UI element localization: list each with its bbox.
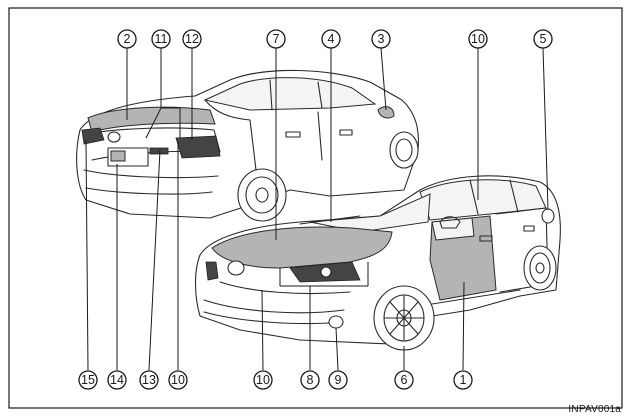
callout-6: 6 (395, 371, 413, 389)
callout-5: 5 (534, 30, 552, 48)
callout-7: 7 (267, 30, 285, 48)
svg-text:4: 4 (328, 32, 335, 46)
svg-text:15: 15 (81, 373, 95, 387)
callout-1: 1 (454, 371, 472, 389)
svg-text:14: 14 (110, 373, 124, 387)
svg-text:3: 3 (378, 32, 385, 46)
callout-14: 14 (108, 371, 126, 389)
svg-text:10: 10 (256, 373, 270, 387)
svg-text:6: 6 (401, 373, 408, 387)
svg-text:10: 10 (471, 32, 485, 46)
callout-9: 9 (329, 371, 347, 389)
rear-view-car (77, 70, 419, 221)
svg-text:11: 11 (155, 32, 168, 46)
callout-13: 13 (140, 371, 158, 389)
callout-10-front: 10 (254, 371, 272, 389)
svg-text:8: 8 (307, 373, 314, 387)
svg-text:10: 10 (171, 373, 185, 387)
figure-code: INPAV001a (568, 404, 621, 415)
svg-text:2: 2 (124, 32, 131, 46)
callout-3: 3 (372, 30, 390, 48)
callout-2: 2 (118, 30, 136, 48)
callout-8: 8 (301, 371, 319, 389)
callout-12: 12 (183, 30, 201, 48)
svg-text:9: 9 (335, 373, 342, 387)
svg-text:12: 12 (185, 32, 199, 46)
callout-15: 15 (79, 371, 97, 389)
svg-text:1: 1 (460, 373, 467, 387)
callout-4: 4 (322, 30, 340, 48)
callout-10-top: 10 (469, 30, 487, 48)
callout-10-rear: 10 (169, 371, 187, 389)
svg-text:7: 7 (273, 32, 280, 46)
svg-text:5: 5 (540, 32, 547, 46)
callout-11: 11 (152, 30, 170, 48)
svg-text:13: 13 (142, 373, 156, 387)
